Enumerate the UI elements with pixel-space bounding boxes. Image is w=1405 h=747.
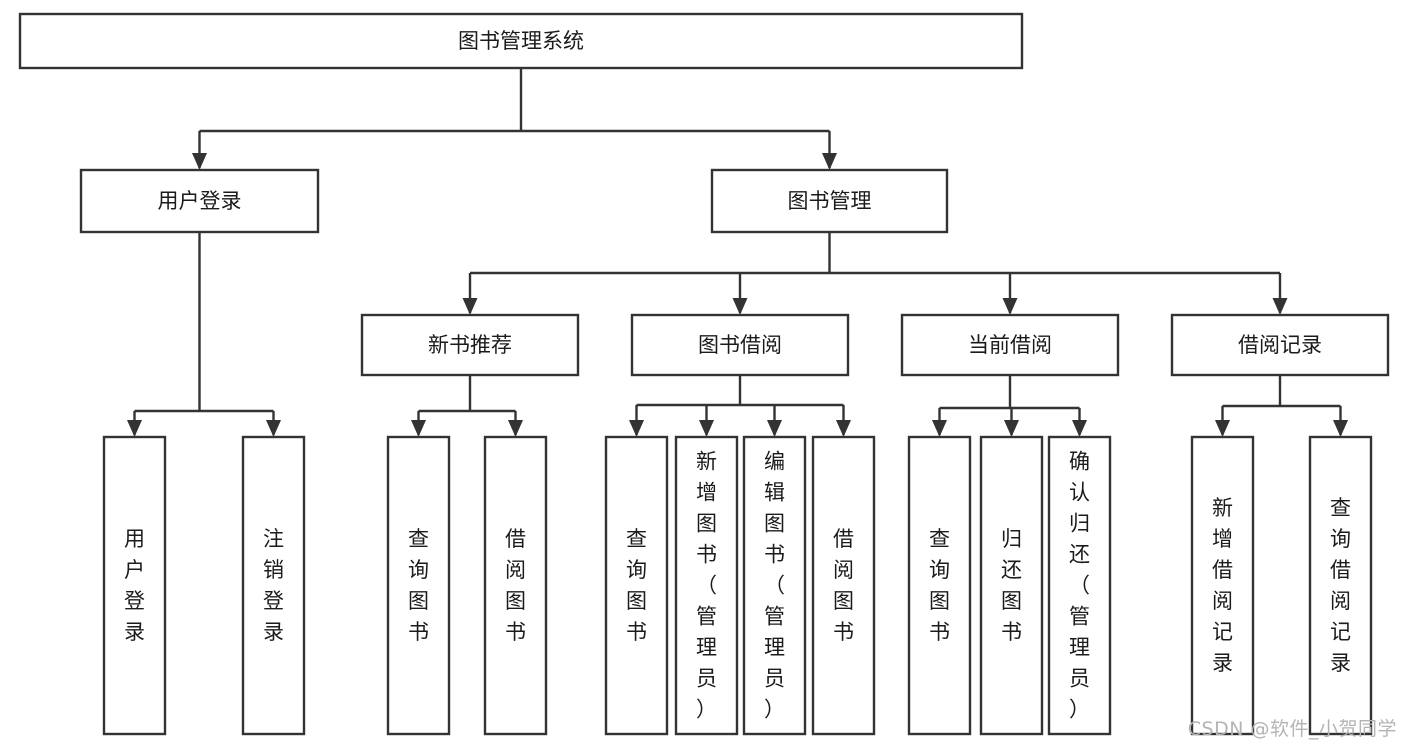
node-box[interactable]: [742, 435, 807, 736]
node-box[interactable]: [241, 435, 306, 736]
node-box[interactable]: [360, 313, 580, 377]
node-leaf-0[interactable]: 用户登录: [102, 435, 167, 736]
node-root-0[interactable]: 图书管理系统: [18, 12, 1024, 70]
node-label: 借阅图书: [505, 527, 526, 644]
node-label: 归还图书: [1001, 527, 1022, 644]
current-group-arrow-1: [1004, 420, 1019, 437]
node-leaf-7[interactable]: 借阅图书: [811, 435, 876, 736]
node-box[interactable]: [907, 435, 972, 736]
current-group-arrow-2: [1072, 420, 1087, 437]
node-label: 新书推荐: [428, 333, 512, 357]
node-leaf-11[interactable]: 新增借阅记录: [1190, 435, 1255, 736]
node-box[interactable]: [1190, 435, 1255, 736]
node-leaf-3[interactable]: 借阅图书: [483, 435, 548, 736]
mgmt-to-level3-arrow-3: [1272, 298, 1288, 315]
mgmt-to-level3-arrow-0: [462, 298, 478, 315]
node-box[interactable]: [710, 168, 949, 234]
node-level3-1[interactable]: 图书借阅: [630, 313, 850, 377]
newbook-group-arrow-0: [411, 420, 426, 437]
node-box[interactable]: [900, 313, 1120, 377]
login-group-arrow-1: [266, 420, 281, 437]
current-group-arrow-0: [932, 420, 947, 437]
node-level3-0[interactable]: 新书推荐: [360, 313, 580, 377]
borrow-group-arrow-2: [767, 420, 782, 437]
node-leaf-10[interactable]: 确认归还（管理员）: [1047, 435, 1112, 736]
node-level3-3[interactable]: 借阅记录: [1170, 313, 1390, 377]
borrow-group-arrow-3: [836, 420, 851, 437]
node-box[interactable]: [1047, 435, 1112, 736]
node-label: 注销登录: [263, 527, 284, 644]
node-label: 借阅记录: [1238, 333, 1322, 357]
newbook-group-arrow-1: [508, 420, 523, 437]
node-label: 查询图书: [626, 527, 647, 644]
node-label: 新增借阅记录: [1212, 496, 1233, 675]
record-group-arrow-1: [1333, 420, 1348, 437]
node-box[interactable]: [674, 435, 739, 736]
node-label: 用户登录: [158, 189, 242, 213]
node-label: 图书管理系统: [458, 29, 584, 53]
node-level3-2[interactable]: 当前借阅: [900, 313, 1120, 377]
node-label: 查询图书: [929, 527, 950, 644]
node-box[interactable]: [483, 435, 548, 736]
node-leaf-6[interactable]: 编辑图书（管理员）: [742, 435, 807, 736]
node-label: 借阅图书: [833, 527, 854, 644]
node-label: 图书管理: [788, 189, 872, 213]
node-label: 用户登录: [124, 527, 145, 644]
node-label: 新增图书（管理员）: [696, 450, 717, 722]
node-box[interactable]: [1170, 313, 1390, 377]
node-leaf-8[interactable]: 查询图书: [907, 435, 972, 736]
root-to-level2-arrow-1: [822, 153, 837, 170]
node-layer: 图书管理系统用户登录图书管理新书推荐图书借阅当前借阅借阅记录用户登录注销登录查询…: [18, 12, 1390, 736]
record-group-arrow-0: [1215, 420, 1230, 437]
node-label: 查询借阅记录: [1330, 496, 1351, 675]
login-group-arrow-0: [127, 420, 142, 437]
node-leaf-1[interactable]: 注销登录: [241, 435, 306, 736]
node-box[interactable]: [979, 435, 1044, 736]
node-leaf-4[interactable]: 查询图书: [604, 435, 669, 736]
node-box[interactable]: [604, 435, 669, 736]
node-level2-1[interactable]: 图书管理: [710, 168, 949, 234]
borrow-group-arrow-0: [629, 420, 644, 437]
node-leaf-5[interactable]: 新增图书（管理员）: [674, 435, 739, 736]
connector-layer: [127, 68, 1348, 437]
node-label: 图书借阅: [698, 333, 782, 357]
node-box[interactable]: [18, 12, 1024, 70]
node-box[interactable]: [811, 435, 876, 736]
node-box[interactable]: [1308, 435, 1373, 736]
node-label: 查询图书: [408, 527, 429, 644]
node-label: 当前借阅: [968, 333, 1052, 357]
node-leaf-9[interactable]: 归还图书: [979, 435, 1044, 736]
borrow-group-arrow-1: [699, 420, 714, 437]
node-level2-0[interactable]: 用户登录: [79, 168, 320, 234]
node-label: 编辑图书（管理员）: [764, 450, 785, 722]
node-box[interactable]: [102, 435, 167, 736]
root-to-level2-arrow-0: [192, 153, 207, 170]
node-box[interactable]: [630, 313, 850, 377]
mgmt-to-level3-arrow-1: [732, 298, 748, 315]
mgmt-to-level3-arrow-2: [1002, 298, 1018, 315]
node-leaf-12[interactable]: 查询借阅记录: [1308, 435, 1373, 736]
node-box[interactable]: [386, 435, 451, 736]
node-box[interactable]: [79, 168, 320, 234]
node-label: 确认归还（管理员）: [1069, 450, 1090, 722]
node-leaf-2[interactable]: 查询图书: [386, 435, 451, 736]
